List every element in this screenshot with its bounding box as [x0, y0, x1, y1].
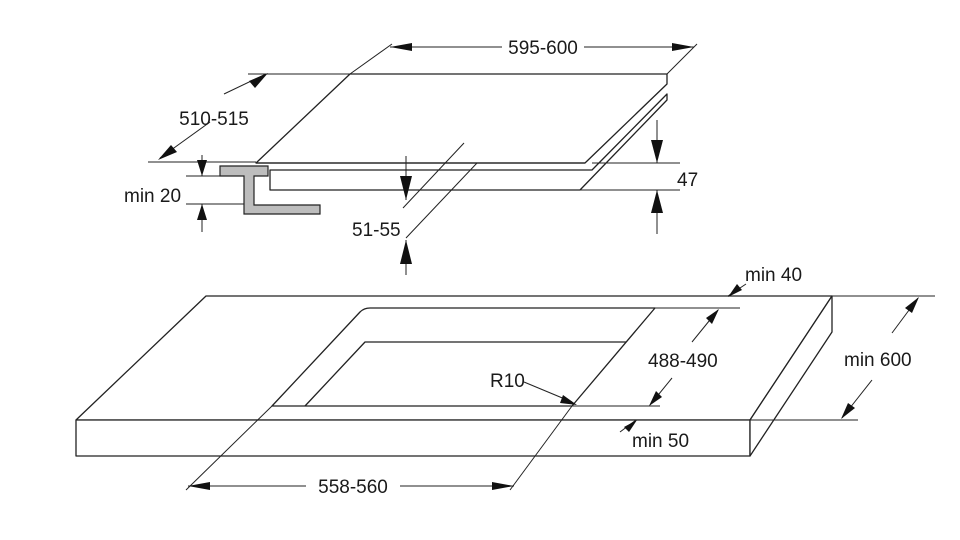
dim-front-margin: min 50 — [619, 419, 689, 452]
dim-worktop-depth: min 600 — [750, 295, 935, 421]
dim-cutout-width: 558-560 — [185, 405, 573, 498]
dim-front-margin-label: min 50 — [632, 431, 689, 452]
dim-clearance-label: min 20 — [124, 186, 181, 207]
dim-clearance: min 20 — [124, 155, 244, 232]
dim-rear-margin: min 40 — [727, 265, 802, 297]
worktop-side-face — [749, 295, 833, 457]
dim-thickness-label: 47 — [677, 170, 698, 191]
dim-depth-label: 510-515 — [179, 109, 249, 130]
dim-worktop-depth-label: min 600 — [844, 350, 912, 371]
dim-thickness: 47 — [580, 120, 698, 234]
dim-rear-margin-label: min 40 — [745, 265, 802, 286]
dim-depth: 510-515 — [148, 73, 350, 163]
dim-offset-label: 51-55 — [352, 220, 401, 241]
dim-width: 595-600 — [349, 38, 698, 75]
dim-corner-radius: R10 — [490, 371, 577, 405]
hob-underside — [269, 93, 668, 191]
dim-offset: 51-55 — [352, 142, 478, 275]
cutout-outline — [271, 307, 656, 407]
dim-cutout-depth: 488-490 — [572, 307, 740, 407]
dim-width-label: 595-600 — [508, 38, 578, 59]
dim-cutout-depth-label: 488-490 — [648, 351, 718, 372]
dim-corner-radius-label: R10 — [490, 371, 525, 392]
hob — [255, 73, 668, 191]
hob-glass-plate — [255, 73, 668, 164]
dim-cutout-width-label: 558-560 — [318, 477, 388, 498]
cutout-inner-edge — [304, 341, 626, 407]
mounting-bracket — [219, 165, 321, 215]
cutout — [271, 307, 656, 407]
